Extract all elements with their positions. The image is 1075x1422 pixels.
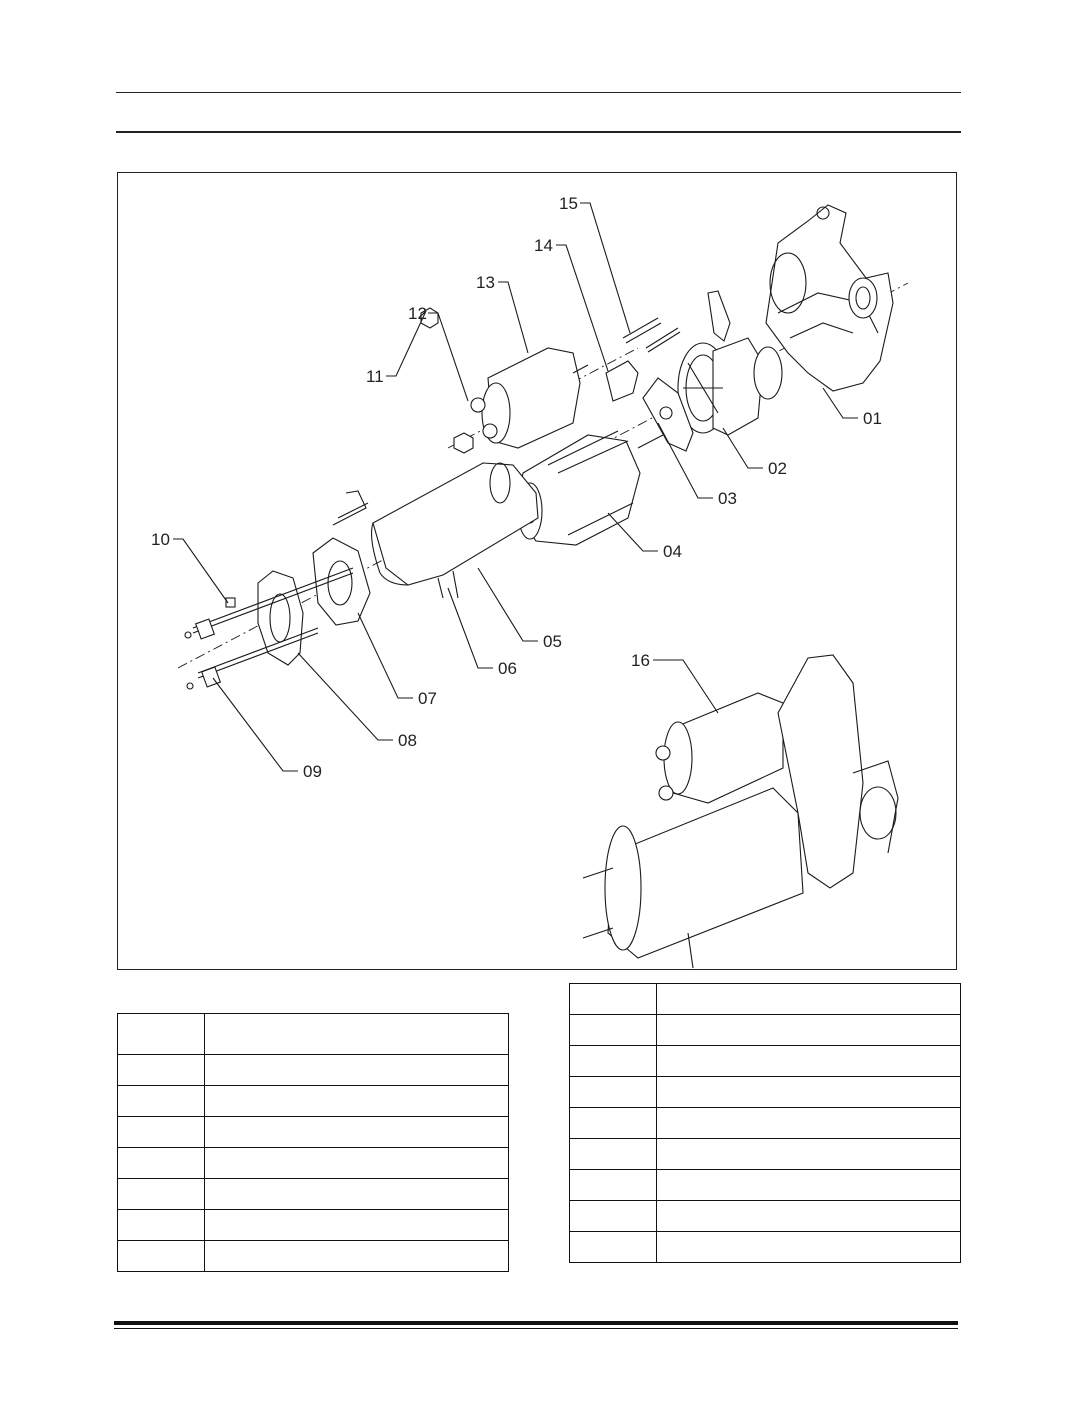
part-01-drive-end-housing: [765, 204, 894, 392]
callout-09: 09: [303, 762, 322, 781]
table-row: [569, 1200, 961, 1232]
table-cell: [656, 1138, 961, 1170]
table-cell: [569, 1169, 657, 1201]
table-cell: [204, 1085, 509, 1117]
table-cell: [569, 1076, 657, 1108]
table-cell: [117, 1116, 205, 1148]
callout-08: 08: [398, 731, 417, 750]
table-cell: [117, 1240, 205, 1272]
table-cell: [117, 1085, 205, 1117]
parts-table-left: [117, 1013, 509, 1272]
table-cell: [569, 1014, 657, 1046]
table-row: [569, 1045, 961, 1077]
callout-04: 04: [663, 542, 682, 561]
table-cell: [117, 1178, 205, 1210]
table-row: [569, 1014, 961, 1046]
table-row: [117, 1116, 509, 1148]
table-cell: [569, 1045, 657, 1077]
footer-rule-thin: [114, 1328, 958, 1329]
table-cell: [204, 1147, 509, 1179]
part-09-10-through-bolts: [184, 567, 354, 690]
table-cell: [569, 1107, 657, 1139]
callout-15: 15: [559, 194, 578, 213]
callout-10: 10: [151, 530, 170, 549]
table-cell: [204, 1178, 509, 1210]
part-11-12-terminal-nuts: [420, 307, 474, 454]
callout-01: 01: [863, 409, 882, 428]
header-rule-top: [116, 92, 961, 93]
table-cell: [656, 1014, 961, 1046]
table-row: [117, 1085, 509, 1117]
callout-16: 16: [631, 651, 650, 670]
table-cell: [204, 1116, 509, 1148]
callout-02: 02: [768, 459, 787, 478]
table-cell: [204, 1240, 509, 1272]
part-14-drive-lever: [605, 360, 639, 402]
table-cell: [656, 1107, 961, 1139]
table-row: [117, 1209, 509, 1241]
callout-leader-lines: [173, 202, 858, 772]
part-05-yoke-frame: [371, 462, 539, 599]
part-07-brush-holder: [312, 490, 371, 626]
table-cell: [656, 1169, 961, 1201]
table-cell: [569, 1200, 657, 1232]
callout-06: 06: [498, 659, 517, 678]
table-header-row: [117, 1013, 509, 1055]
table-cell: [656, 983, 961, 1015]
table-cell: [656, 1200, 961, 1232]
callout-12: 12: [408, 304, 427, 323]
callout-13: 13: [476, 273, 495, 292]
exploded-view-figure: 01 02 03 04 05 06 07 08 09 10 11 12 13 1…: [117, 172, 957, 970]
table-row: [569, 1138, 961, 1170]
part-15-pins: [622, 317, 681, 353]
table-row: [569, 1076, 961, 1108]
footer-rule-thick: [114, 1321, 958, 1325]
table-header-row: [569, 983, 961, 1015]
table-cell: [656, 1076, 961, 1108]
table-row: [117, 1054, 509, 1086]
part-04-armature: [515, 430, 664, 546]
table-row: [569, 1169, 961, 1201]
table-cell: [204, 1054, 509, 1086]
table-row: [117, 1240, 509, 1272]
table-cell: [117, 1013, 205, 1055]
table-row: [569, 1107, 961, 1139]
table-cell: [569, 1231, 657, 1263]
table-cell: [204, 1013, 509, 1055]
table-row: [569, 1231, 961, 1263]
table-cell: [117, 1209, 205, 1241]
part-02-drive-gear-assembly: [677, 290, 783, 436]
header-rule-bottom: [116, 131, 961, 133]
callout-14: 14: [534, 236, 553, 255]
part-03-intermediate-plate: [642, 377, 694, 452]
part-16-assembled-starter-motor: [582, 654, 899, 969]
callout-03: 03: [718, 489, 737, 508]
starter-motor-exploded-drawing: 01 02 03 04 05 06 07 08 09 10 11 12 13 1…: [151, 194, 909, 969]
part-08-commutator-end-cover: [257, 570, 304, 666]
callout-05: 05: [543, 632, 562, 651]
table-row: [117, 1147, 509, 1179]
table-cell: [656, 1231, 961, 1263]
table-cell: [204, 1209, 509, 1241]
table-cell: [569, 1138, 657, 1170]
callout-11: 11: [366, 367, 384, 386]
table-cell: [569, 983, 657, 1015]
table-cell: [117, 1147, 205, 1179]
parts-table-right: [569, 983, 961, 1263]
table-cell: [117, 1054, 205, 1086]
part-13-solenoid-switch: [470, 347, 589, 449]
table-row: [117, 1178, 509, 1210]
callout-07: 07: [418, 689, 437, 708]
table-cell: [656, 1045, 961, 1077]
